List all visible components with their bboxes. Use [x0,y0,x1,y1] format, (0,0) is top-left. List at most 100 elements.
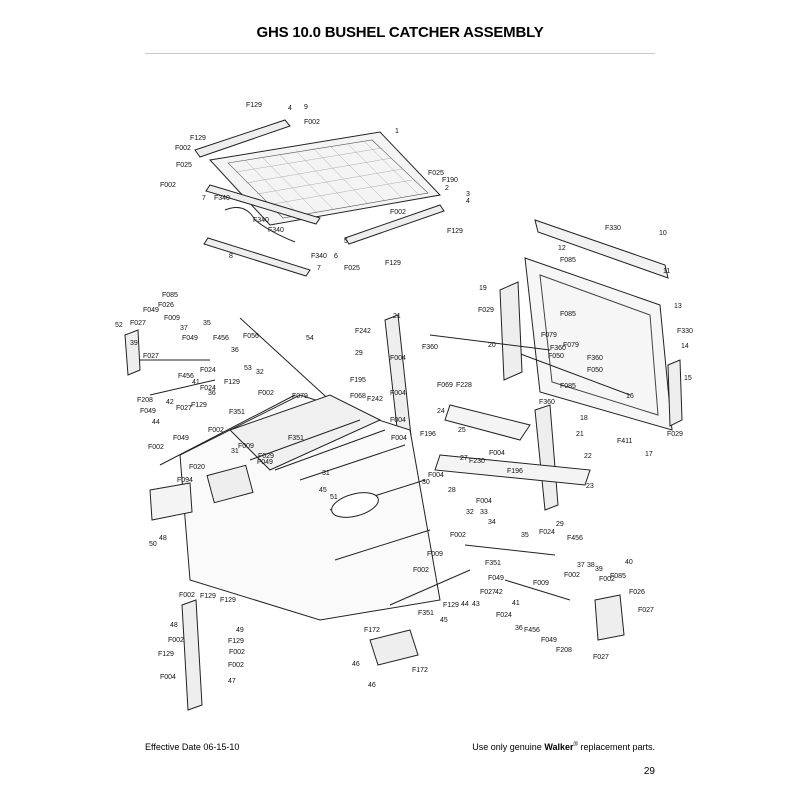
callout-label: 37 [577,562,585,569]
callout-label: 20 [488,342,496,349]
callout-label: F009 [238,443,254,450]
callout-label: 32 [256,369,264,376]
callout-label: F049 [488,575,504,582]
callout-label: F129 [443,602,459,609]
side-plate [149,482,193,521]
cross-rod [429,334,551,351]
callout-label: F228 [456,382,472,389]
callout-label: F009 [164,315,180,322]
callout-label: F085 [560,311,576,318]
callout-label: F024 [200,367,216,374]
page-number: 29 [643,766,655,777]
callout-label: F190 [442,177,458,184]
callout-label: F050 [548,353,564,360]
callout-label: F129 [447,228,463,235]
callout-label: F024 [539,529,555,536]
callout-label: 27 [460,455,468,462]
callout-label: 54 [306,335,314,342]
callout-label: 2 [445,185,449,192]
callout-label: F029 [478,307,494,314]
callout-label: F129 [190,135,206,142]
callout-label: F027 [638,607,654,614]
callout-label: 53 [244,365,252,372]
callout-label: 17 [645,451,653,458]
callout-label: 29 [556,521,564,528]
callout-label: F330 [605,225,621,232]
registered-mark: ® [573,742,578,748]
callout-label: F029 [258,453,274,460]
callout-label: F002 [258,390,274,397]
callout-label: 49 [236,627,244,634]
callout-label: F002 [564,572,580,579]
callout-label: F351 [418,610,434,617]
callout-label: 33 [480,509,488,516]
callout-label: F456 [213,335,229,342]
callout-label: F004 [160,674,176,681]
callout-label: F360 [550,345,566,352]
right-link-bar [504,579,571,601]
callout-label: F002 [228,662,244,669]
callout-label: 50 [149,541,157,548]
callout-label: F085 [560,257,576,264]
callout-label: F351 [485,560,501,567]
callout-label: F002 [148,444,164,451]
callout-label: 36 [208,390,216,397]
callout-label: F079 [563,342,579,349]
callout-label: F085 [610,573,626,580]
callout-label: F027 [176,405,192,412]
callout-label: F027 [130,320,146,327]
callout-label: F004 [428,472,444,479]
callout-label: 14 [681,343,689,350]
callout-label: F004 [489,450,505,457]
callout-label: 51 [330,494,338,501]
title-divider [145,53,655,54]
callout-label: F004 [476,498,492,505]
callout-label: F129 [220,597,236,604]
callout-label: F002 [208,427,224,434]
callout-label: F049 [140,408,156,415]
screen-rail-bottom [203,237,311,277]
callout-label: 39 [130,340,138,347]
callout-label: F049 [541,637,557,644]
callout-label: 7 [317,265,321,272]
callout-label: F009 [427,551,443,558]
callout-label: F002 [229,649,245,656]
left-lower-rail [159,394,296,466]
callout-label: 18 [580,415,588,422]
callout-label: F208 [556,647,572,654]
callout-label: 39 [595,566,603,573]
callout-label: 31 [231,448,239,455]
callout-label: 29 [355,350,363,357]
callout-label: F026 [158,302,174,309]
callout-label: F002 [390,209,406,216]
screen-link [224,207,296,243]
callout-label: F242 [355,328,371,335]
rubber-seal [534,219,669,279]
callout-label: F360 [587,355,603,362]
callout-label: F002 [175,145,191,152]
callout-label: F340 [268,227,284,234]
callout-label: 45 [440,617,448,624]
callout-label: F242 [367,396,383,403]
callout-label: 10 [659,230,667,237]
callout-label: F020 [189,464,205,471]
callout-label: 44 [152,419,160,426]
callout-label: F024 [200,385,216,392]
right-lower-rail [389,569,471,606]
callout-label: 3 [466,191,470,198]
callout-label: F002 [160,182,176,189]
notice-pre: Use only genuine [472,742,542,752]
callout-label: F025 [176,162,192,169]
brand-name: Walker [544,742,574,752]
callout-label: F002 [304,119,320,126]
notice-post: replacement parts. [580,742,655,752]
callout-label: F456 [567,535,583,542]
callout-label: 9 [304,104,308,111]
screen-rail-top [194,119,291,158]
callout-label: F351 [288,435,304,442]
vertical-support-bar [181,599,203,711]
callout-label: 5 [344,238,348,245]
callout-label: 46 [352,661,360,668]
callout-label: F002 [179,592,195,599]
